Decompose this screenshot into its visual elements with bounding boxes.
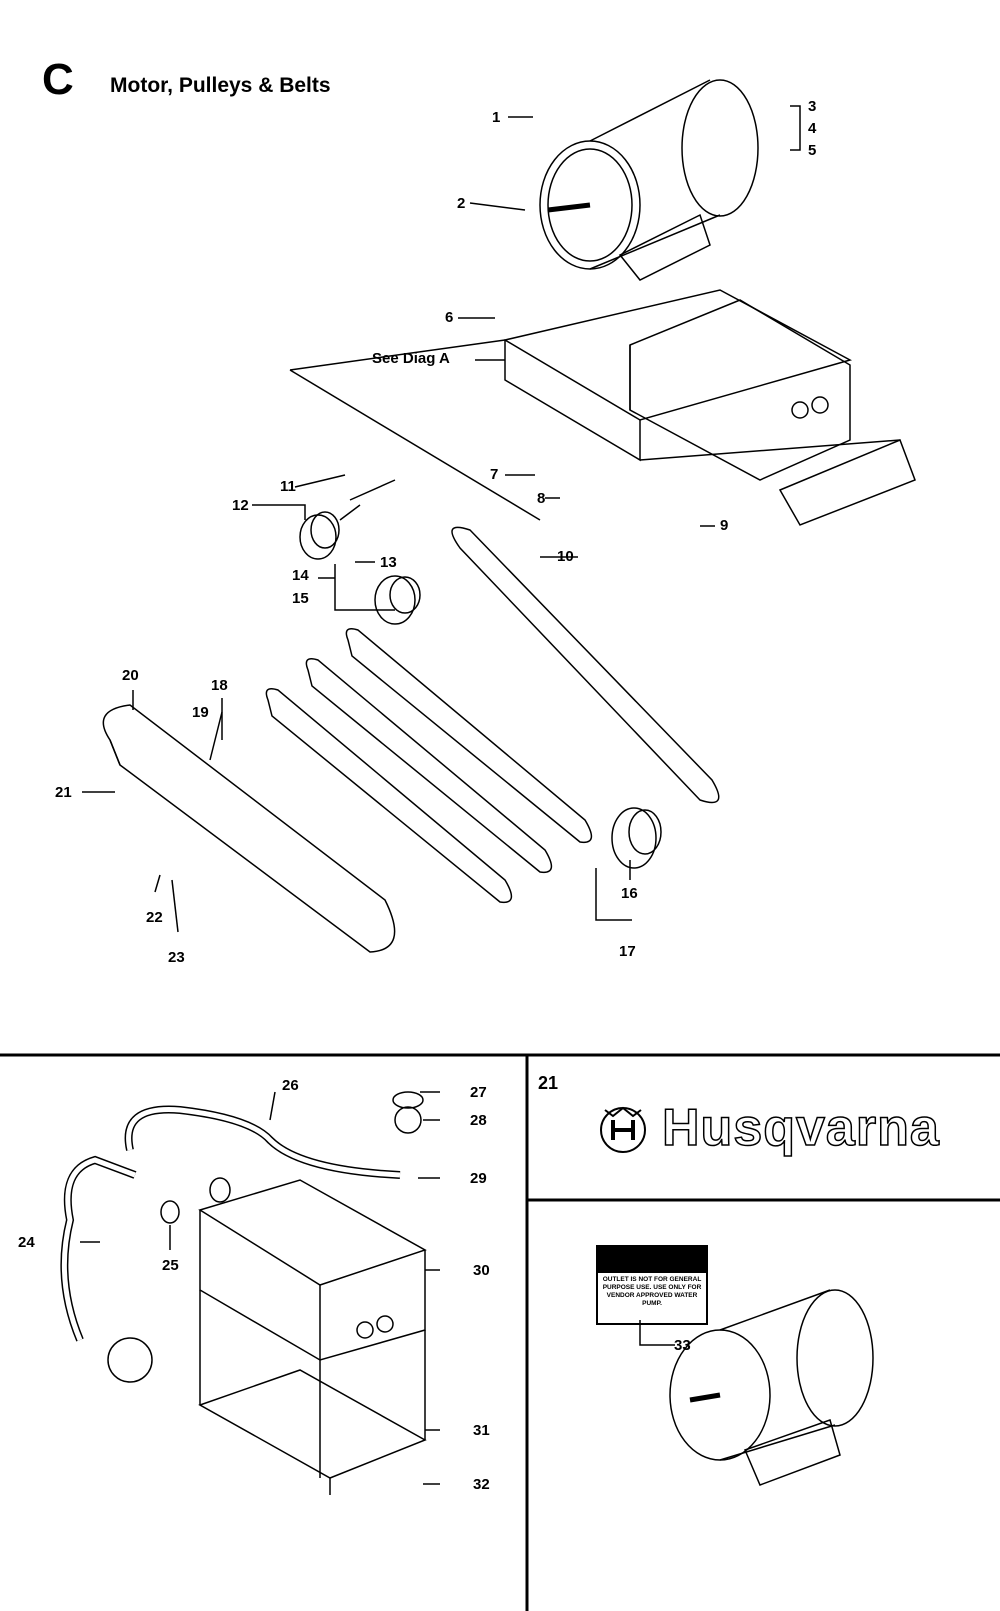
callout-23: 23 xyxy=(168,949,185,966)
callout-24: 24 xyxy=(18,1234,35,1251)
callout-13: 13 xyxy=(380,554,397,571)
section-title: Motor, Pulleys & Belts xyxy=(110,74,331,97)
callout-10: 10 xyxy=(557,548,574,565)
callout-8: 8 xyxy=(537,490,546,507)
callout-33: 33 xyxy=(674,1337,691,1354)
callout-15: 15 xyxy=(292,590,309,607)
callout-30: 30 xyxy=(473,1262,490,1279)
leader-lines xyxy=(82,105,801,933)
electrical-box-drawing xyxy=(198,1179,427,1495)
warning-label-text: OUTLET IS NOT FOR GENERAL PURPOSE USE. U… xyxy=(602,1276,702,1308)
belt-guard-drawing xyxy=(102,704,396,953)
bottom-leader-lines xyxy=(80,1091,440,1485)
callout-12: 12 xyxy=(232,497,249,514)
belt-drawing xyxy=(265,526,720,904)
callout-31: 31 xyxy=(473,1422,490,1439)
callout-21: 21 xyxy=(55,784,72,801)
callout-14: 14 xyxy=(292,567,309,584)
cord-drawing xyxy=(60,1091,424,1383)
callout-29: 29 xyxy=(470,1170,487,1187)
callout-2: 2 xyxy=(457,195,466,212)
callout-1: 1 xyxy=(492,109,501,126)
callout-5: 5 xyxy=(808,142,817,159)
callout-4: 4 xyxy=(808,120,817,137)
pulley-drawing xyxy=(299,479,662,869)
warning-label-header xyxy=(598,1247,706,1273)
warning-label: OUTLET IS NOT FOR GENERAL PURPOSE USE. U… xyxy=(596,1245,708,1325)
callout-11: 11 xyxy=(280,478,296,495)
section-letter: C xyxy=(42,55,74,104)
motor-drawing xyxy=(539,79,759,281)
callout-9: 9 xyxy=(720,517,729,534)
inset-decal-number: 21 xyxy=(538,1073,559,1093)
inset-decal-brand: Husqvarna xyxy=(661,1098,940,1158)
box-frame-drawing xyxy=(289,289,916,526)
callout-7: 7 xyxy=(490,466,499,483)
callout-6: 6 xyxy=(445,309,454,326)
callout-26: 26 xyxy=(282,1077,299,1094)
callout-20: 20 xyxy=(122,667,139,684)
callout-27: 27 xyxy=(470,1084,487,1101)
callout-32: 32 xyxy=(473,1476,490,1493)
callout-3: 3 xyxy=(808,98,817,115)
inset-motor-drawing xyxy=(639,1289,874,1486)
callout-16: 16 xyxy=(621,885,638,902)
callout-19: 19 xyxy=(192,704,209,721)
husqvarna-crown-icon xyxy=(600,1106,646,1153)
callout-17: 17 xyxy=(619,943,636,960)
callout-25: 25 xyxy=(162,1257,179,1274)
callout-28: 28 xyxy=(470,1112,487,1129)
callout-18: 18 xyxy=(211,677,228,694)
callout-22: 22 xyxy=(146,909,163,926)
see-diag-reference: See Diag A xyxy=(372,350,450,367)
